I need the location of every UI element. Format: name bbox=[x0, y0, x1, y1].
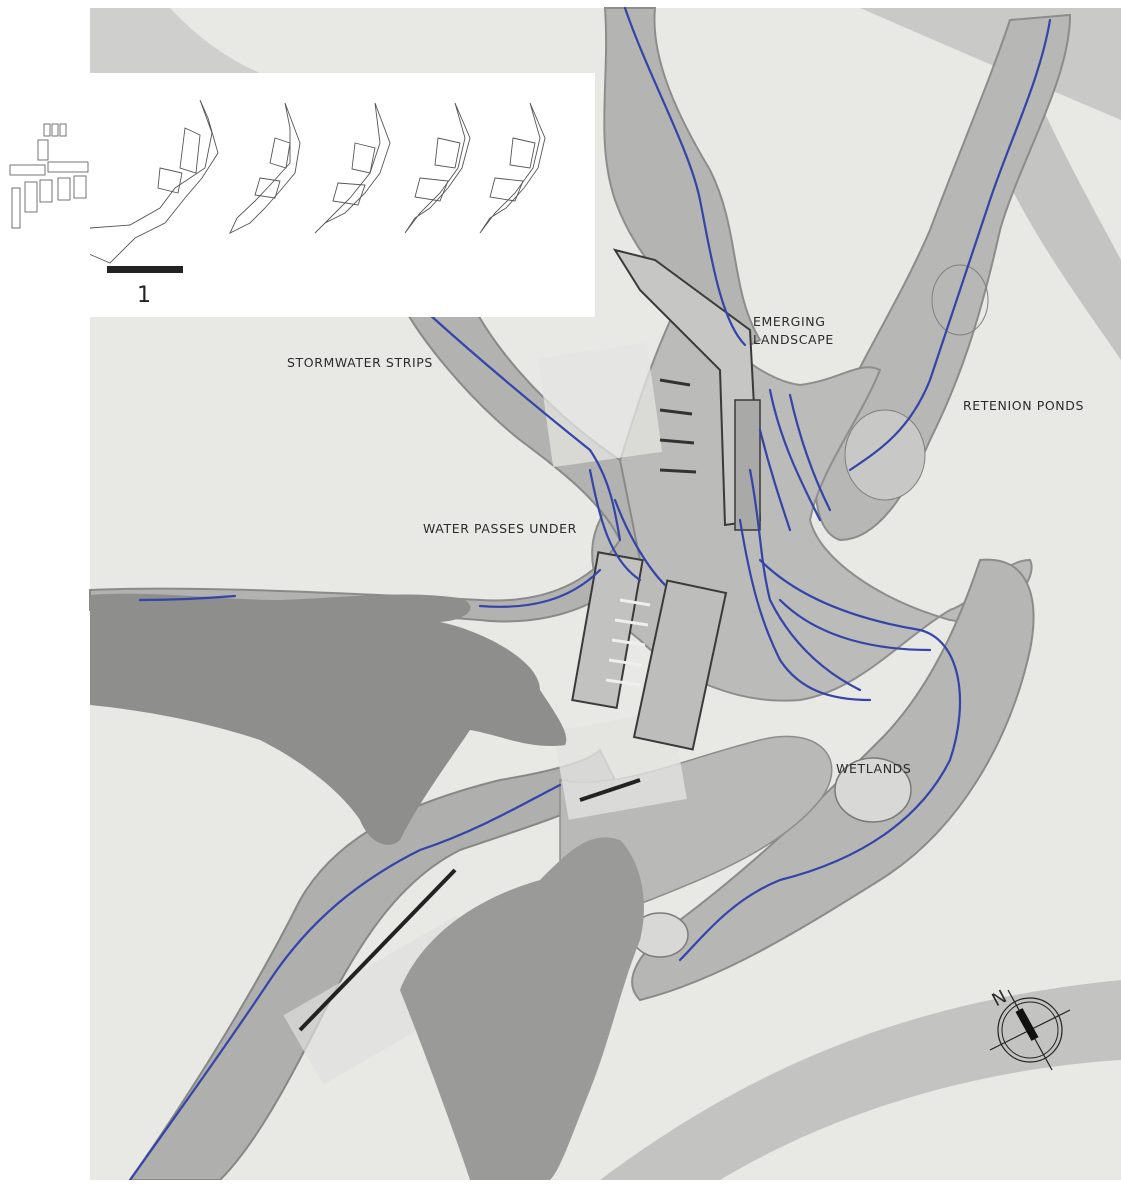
phase-sketch-5 bbox=[480, 103, 545, 233]
label-stormwater-strips: STORMWATER STRIPS bbox=[287, 354, 433, 372]
phasing-sketches bbox=[90, 73, 595, 317]
label-water-passes-under: WATER PASSES UNDER bbox=[423, 520, 577, 538]
scale-bar-label: 1 bbox=[137, 283, 151, 308]
label-emerging-landscape: EMERGING LANDSCAPE bbox=[753, 313, 834, 349]
scale-bar bbox=[107, 266, 183, 273]
building-legend-blocks bbox=[0, 110, 95, 240]
retention-pond bbox=[845, 410, 925, 500]
phasing-diagram-panel bbox=[90, 73, 595, 317]
phase-sketch-4 bbox=[405, 103, 470, 233]
phase-sketch-1 bbox=[90, 100, 218, 263]
label-retention-ponds: RETENION PONDS bbox=[963, 397, 1084, 415]
tracing-paper bbox=[538, 343, 662, 467]
label-wetlands: WETLANDS bbox=[836, 760, 911, 778]
phase-sketch-2 bbox=[230, 103, 300, 233]
